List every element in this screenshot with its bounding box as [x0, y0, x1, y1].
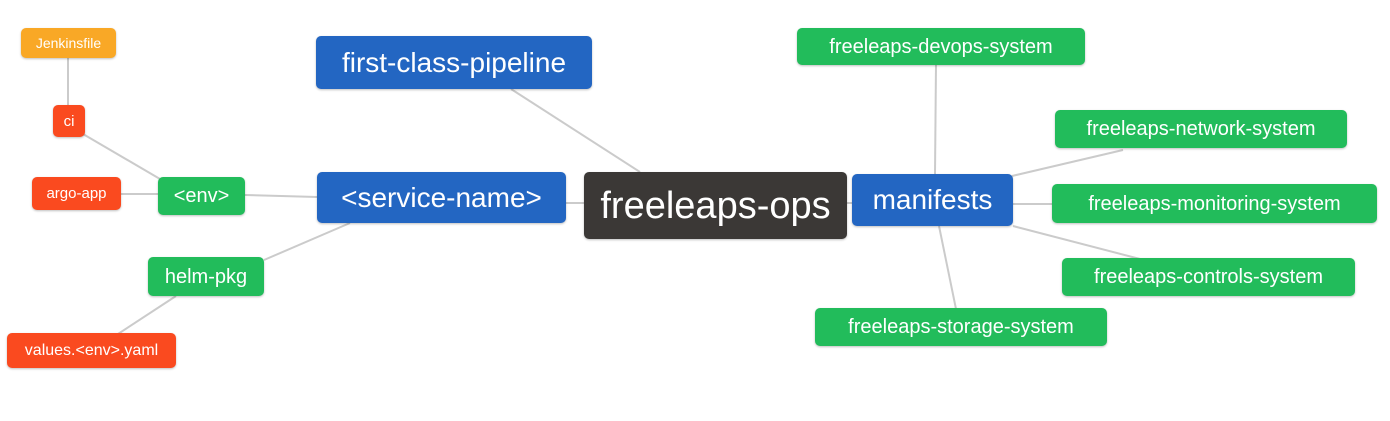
node-freeleaps-network-system[interactable]: freeleaps-network-system — [1055, 110, 1347, 148]
edge-manifests-network-system — [1011, 149, 1124, 177]
edge-helm-pkg-values-yaml — [117, 295, 177, 335]
node-freeleaps-controls-system[interactable]: freeleaps-controls-system — [1062, 258, 1355, 296]
node-jenkinsfile[interactable]: Jenkinsfile — [21, 28, 116, 58]
edge-manifests-controls-system — [1012, 225, 1141, 260]
node-manifests[interactable]: manifests — [852, 174, 1013, 226]
node-freeleaps-devops-system[interactable]: freeleaps-devops-system — [797, 28, 1085, 65]
node-argo-app[interactable]: argo-app — [32, 177, 121, 210]
edge-ci-env — [82, 133, 161, 180]
node-service-name[interactable]: <service-name> — [317, 172, 566, 223]
node-freeleaps-storage-system[interactable]: freeleaps-storage-system — [815, 308, 1107, 346]
node-first-class-pipeline[interactable]: first-class-pipeline — [316, 36, 592, 89]
node-freeleaps-ops-root[interactable]: freeleaps-ops — [584, 172, 847, 239]
node-freeleaps-monitoring-system[interactable]: freeleaps-monitoring-system — [1052, 184, 1377, 223]
node-helm-pkg[interactable]: helm-pkg — [148, 257, 264, 296]
edge-helm-pkg-service-name — [263, 222, 351, 261]
edge-first-class-pipeline-ops — [510, 88, 641, 173]
node-values-env-yaml[interactable]: values.<env>.yaml — [7, 333, 176, 368]
edge-manifests-storage-system — [938, 225, 957, 310]
edge-env-service-name — [244, 194, 318, 198]
node-env[interactable]: <env> — [158, 177, 245, 215]
edge-manifests-devops-system — [934, 63, 937, 175]
node-ci[interactable]: ci — [53, 105, 85, 137]
